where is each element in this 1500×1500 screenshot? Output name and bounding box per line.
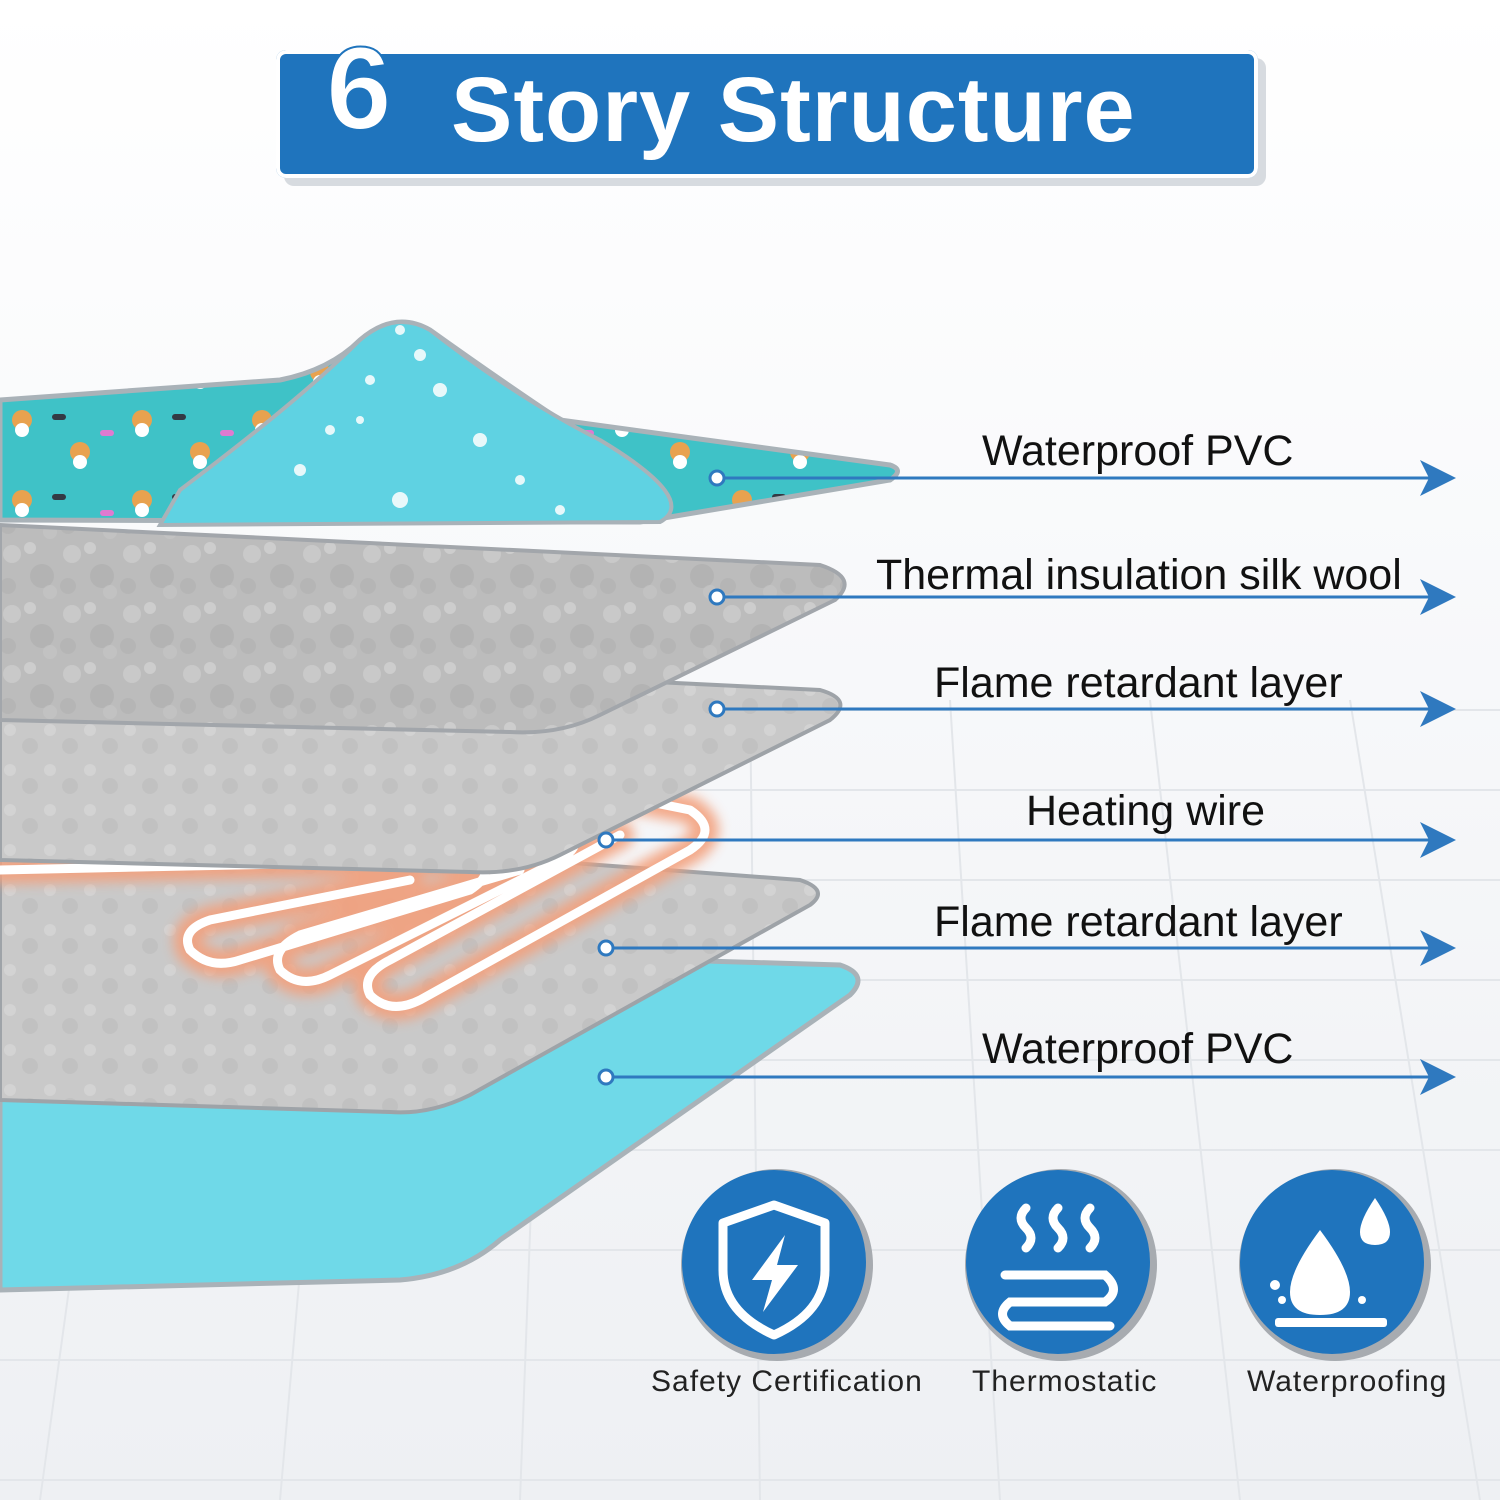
feature-label-waterproofing: Waterproofing [1247,1365,1448,1398]
layer-label-4: Heating wire [1026,787,1265,835]
pvc-top-layer [0,319,900,528]
leader-dot-2 [708,588,726,606]
silk-wool-layer [0,522,847,735]
feature-label-safety: Safety Certification [651,1365,923,1398]
water-drops-icon [1270,1198,1390,1327]
page-title: Story Structure [451,59,1136,161]
layer-label-1: Waterproof PVC [982,427,1294,475]
feature-icon-thermostatic [965,1169,1157,1361]
layer-label-6: Waterproof PVC [982,1025,1294,1073]
feature-icon-waterproofing [1239,1169,1431,1361]
leader-dot-4 [597,831,615,849]
feature-label-thermostatic: Thermostatic [972,1365,1158,1398]
leader-lines [597,460,1456,1095]
feature-icon-safety [681,1169,873,1361]
title-number: 6 [325,23,393,155]
title-banner: 6 Story Structure [276,29,1258,178]
layer-label-5: Flame retardant layer [934,898,1343,946]
leader-dot-5 [597,939,615,957]
leader-dot-3 [708,700,726,718]
shield-bolt-icon [718,1200,830,1340]
leader-dot-1 [708,469,726,487]
heat-waves-icon [998,1203,1118,1331]
layer-label-2: Thermal insulation silk wool [876,551,1402,599]
layer-label-3: Flame retardant layer [934,659,1343,707]
leader-dot-6 [597,1068,615,1086]
